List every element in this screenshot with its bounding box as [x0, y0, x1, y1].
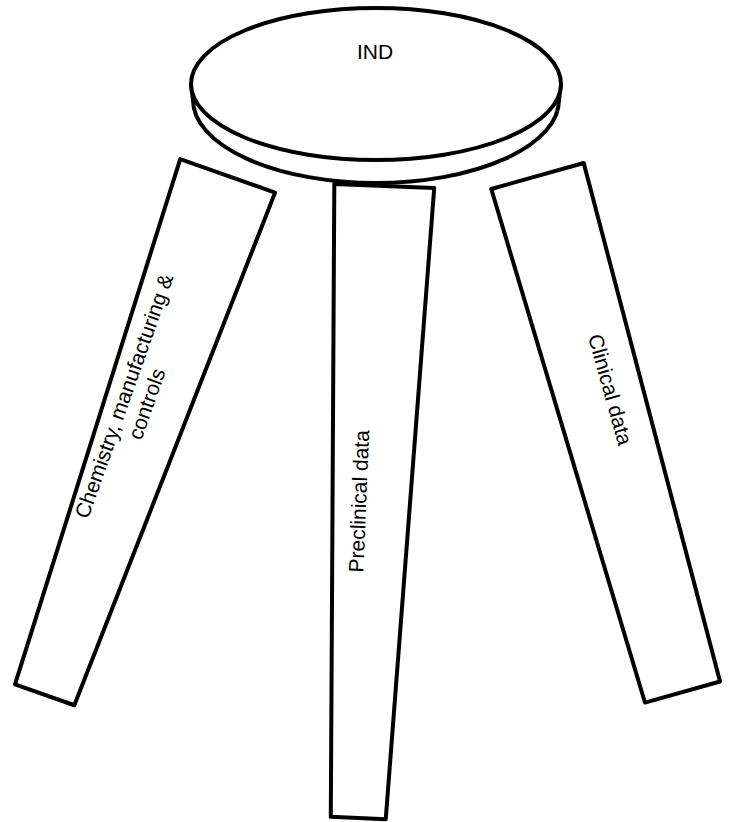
seat-outline: [188, 2, 564, 194]
stool-leg: Preclinical data: [304, 184, 438, 820]
leg-shape: [491, 163, 728, 705]
stool-leg: Chemistry, manufacturing & controls: [0, 158, 279, 713]
stool-leg: Clinical data: [487, 162, 732, 706]
seat-label: IND: [357, 40, 393, 64]
leg-shape: [308, 184, 434, 820]
stool-seat: IND: [188, 2, 564, 194]
leg-shape: [0, 159, 275, 711]
seat-top: [191, 8, 561, 160]
